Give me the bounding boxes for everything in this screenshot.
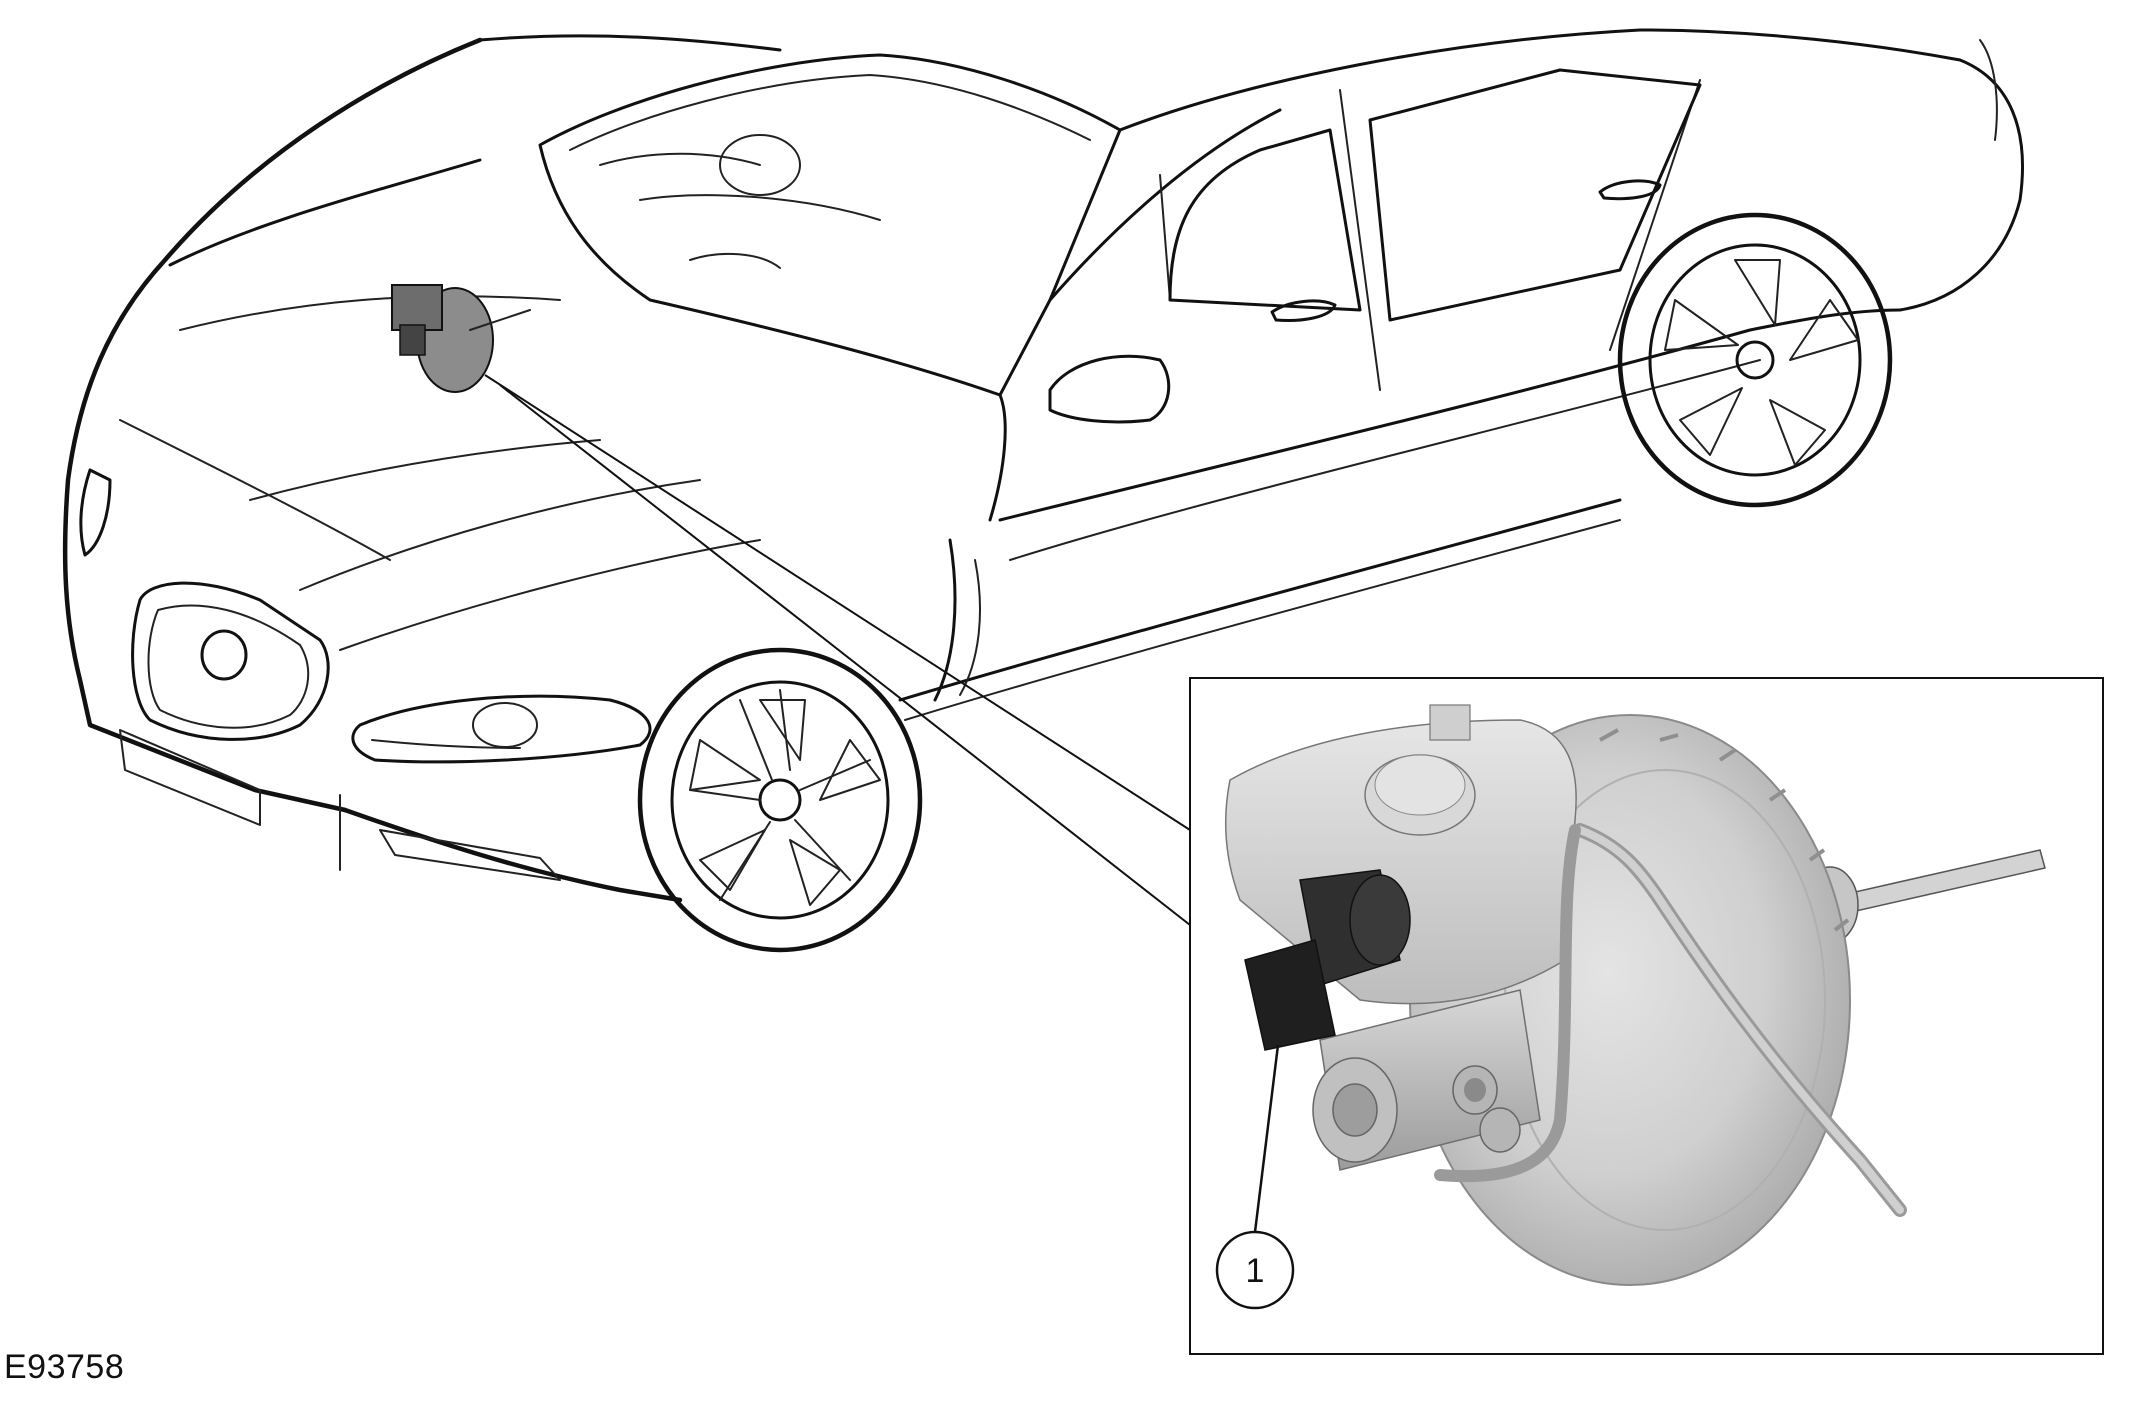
front-wheel <box>637 647 923 953</box>
callout-1-leader <box>1253 1044 1280 1233</box>
callout-1-label: 1 <box>1246 1252 1265 1290</box>
level-sensor-connector <box>1244 869 1411 1051</box>
car-outline <box>62 28 2024 903</box>
detail-leader-lines <box>484 374 1191 926</box>
master-cylinder <box>1312 989 1541 1171</box>
figure-reference-id: E93758 <box>4 1348 125 1386</box>
detail-view: 1 <box>1189 677 2104 1355</box>
rear-wheel <box>1617 212 1893 508</box>
booster-location-marker <box>391 284 531 393</box>
vacuum-hose <box>1434 823 1907 1217</box>
callout-1-circle <box>1215 1230 1295 1310</box>
